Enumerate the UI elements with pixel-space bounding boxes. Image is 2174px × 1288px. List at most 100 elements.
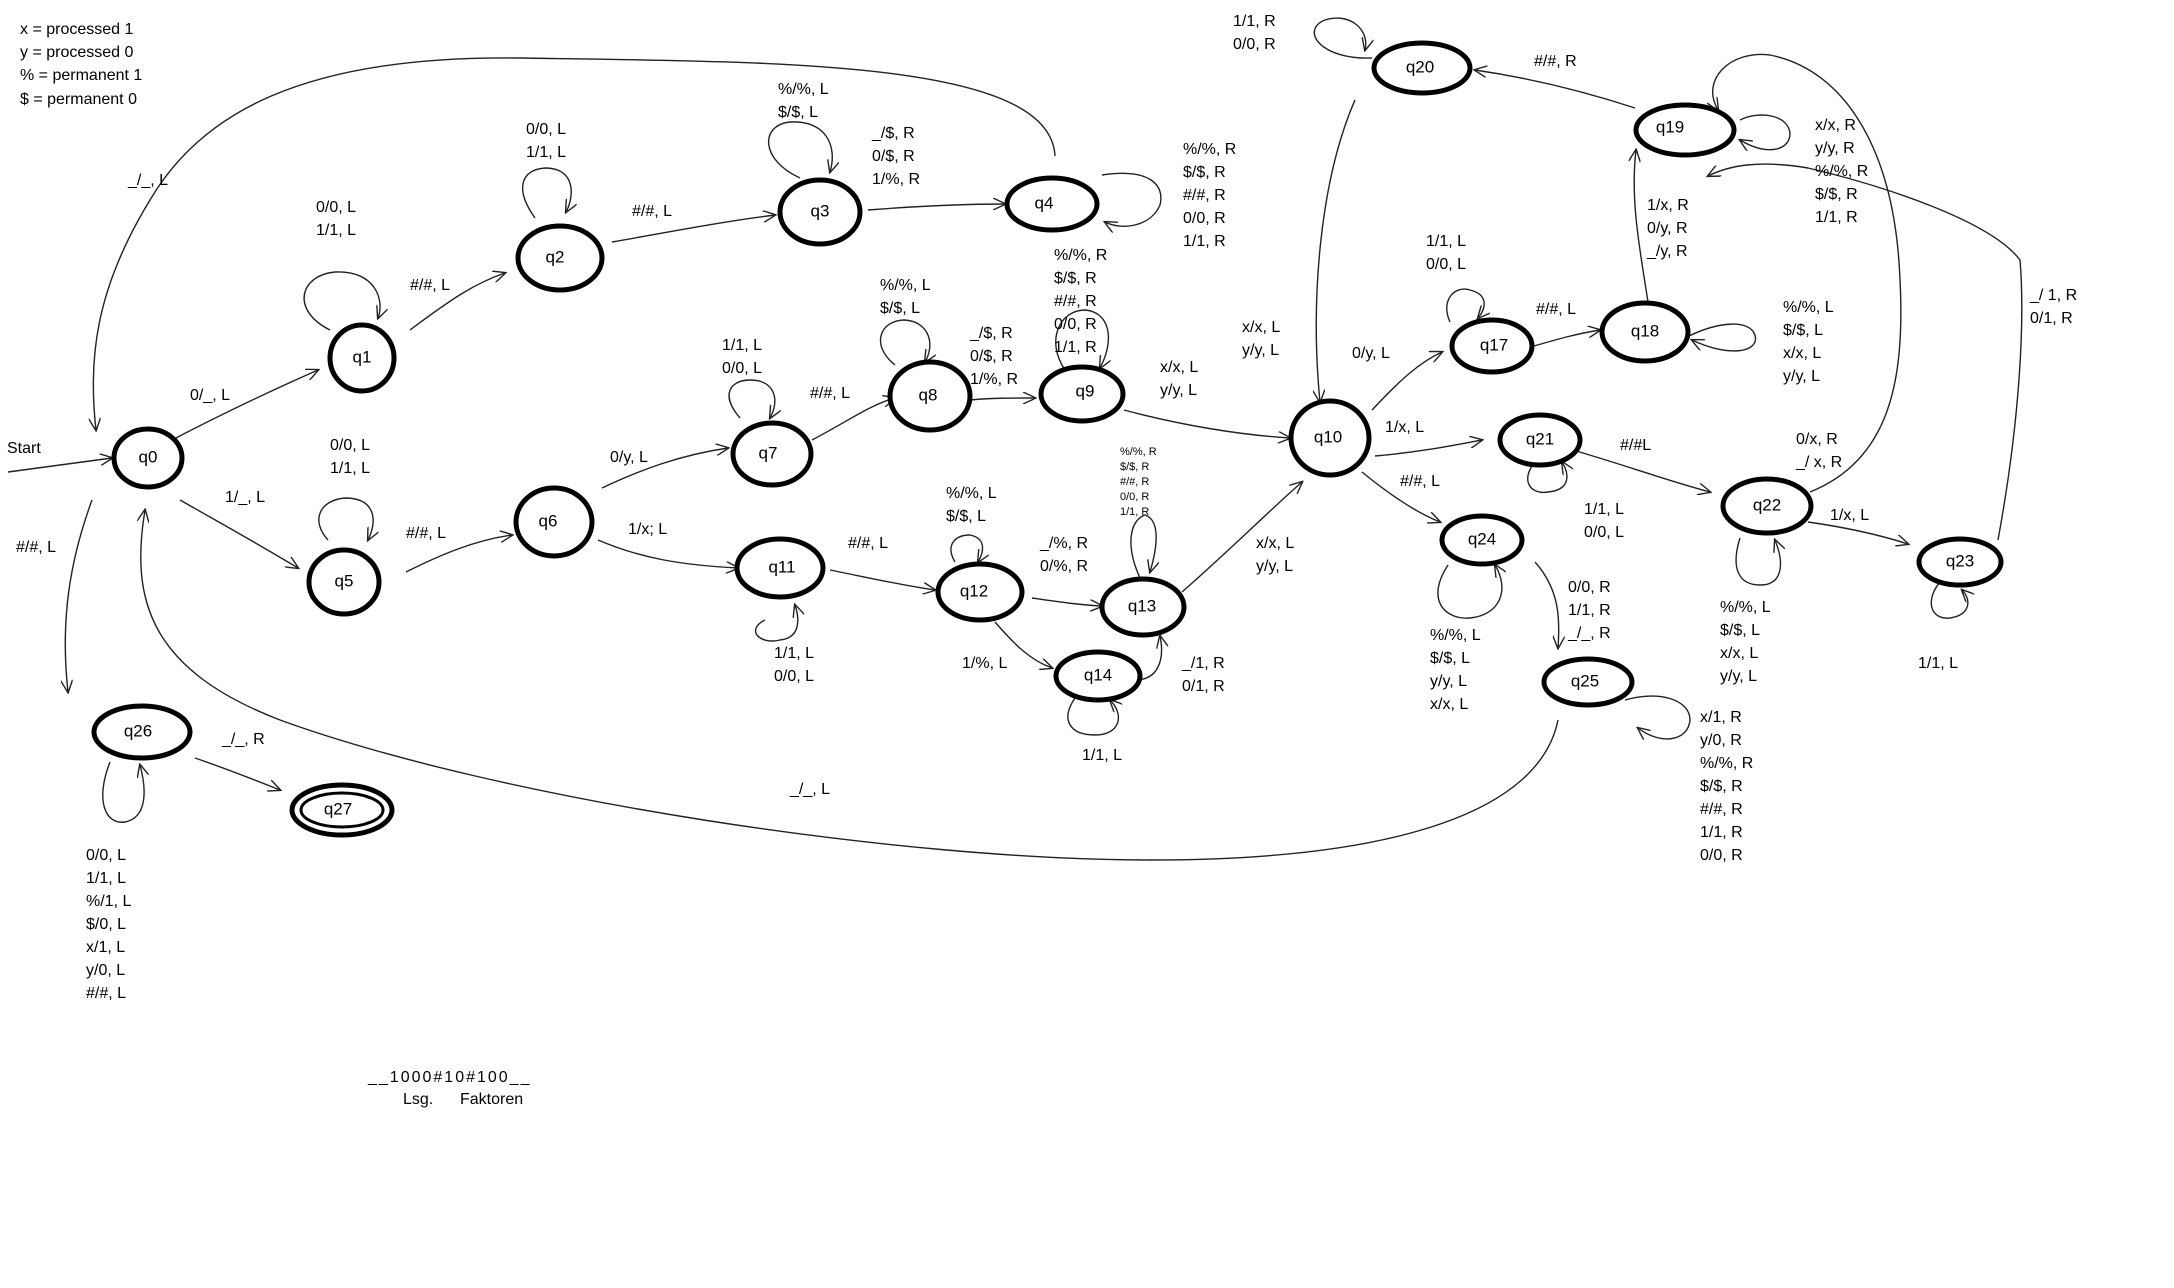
transition-rule: 0/0, L — [1426, 256, 1466, 273]
transition-rule: 1/1, R — [1054, 339, 1097, 356]
state-label: q6 — [539, 511, 558, 530]
transition-rule: 0/x, R — [1796, 431, 1838, 448]
transition-rule: 1/1, L — [316, 222, 356, 239]
state-q7[interactable]: q7 — [730, 420, 814, 488]
edge-q25-q0 — [141, 510, 1559, 861]
legend-line: x = processed 1 — [20, 21, 134, 38]
transition-label-q0-q1: 0/_, L — [190, 387, 230, 404]
state-label: q19 — [1656, 117, 1684, 136]
transition-rule: #/#, R — [1534, 53, 1577, 70]
transition-label-q17-q18: #/#, L — [1536, 301, 1576, 318]
start-arrow — [7, 458, 112, 473]
edge-q22-q19 — [1713, 53, 1902, 493]
state-q4[interactable]: q4 — [1004, 175, 1100, 233]
state-q5[interactable]: q5 — [306, 547, 382, 617]
state-q3[interactable]: q3 — [777, 177, 863, 247]
state-label: q18 — [1631, 321, 1659, 340]
final-state-ring — [299, 791, 385, 829]
edge-q18-q19 — [1634, 150, 1649, 303]
transition-rule: y/y, L — [1160, 382, 1197, 399]
state-label: q12 — [960, 581, 988, 600]
transition-label-q7-q8: #/#, L — [810, 385, 850, 402]
transition-rule: 0/0, R — [1183, 210, 1226, 227]
transition-label-q0-q26: #/#, L — [16, 539, 56, 556]
transition-label-q5-q6: #/#, L — [406, 525, 446, 542]
transition-rule: _/_, L — [789, 781, 830, 798]
state-label: q25 — [1571, 671, 1599, 690]
state-q0[interactable]: q0 — [111, 426, 185, 490]
transition-rule: 0/0, L — [774, 668, 814, 685]
transition-rule: _/_, R — [1567, 625, 1611, 642]
state-label: q21 — [1526, 429, 1554, 448]
edge-q8-q9 — [969, 398, 1035, 400]
state-q10[interactable]: q10 — [1288, 398, 1372, 478]
transition-rule: %/%, R — [1815, 163, 1868, 180]
state-q11[interactable]: q11 — [734, 536, 826, 600]
transition-rule: %/%, R — [1700, 755, 1753, 772]
state-q27[interactable]: q27 — [289, 782, 395, 838]
state-q26[interactable]: q26 — [91, 703, 193, 761]
loop-q2 — [522, 167, 572, 219]
transition-rule: #/#L — [1620, 437, 1651, 454]
state-label: q8 — [919, 385, 938, 404]
transition-rule: x/x, L — [1783, 345, 1821, 362]
edge-q13-q10 — [1181, 482, 1302, 593]
loop-q23 — [1930, 581, 1968, 619]
state-q24[interactable]: q24 — [1439, 513, 1525, 567]
state-label: q26 — [124, 721, 152, 740]
state-q21[interactable]: q21 — [1497, 412, 1583, 468]
state-q22[interactable]: q22 — [1720, 476, 1814, 536]
state-q2[interactable]: q2 — [515, 223, 605, 293]
start-label: Start — [7, 440, 41, 457]
transition-rule: 1/%, L — [962, 655, 1007, 672]
state-q8[interactable]: q8 — [887, 359, 973, 433]
state-q20[interactable]: q20 — [1371, 40, 1473, 96]
transition-rule: %/1, L — [86, 893, 131, 910]
legend-line: % = permanent 1 — [20, 67, 142, 84]
loop-q7 — [728, 379, 775, 418]
transition-rule: %/%, L — [1720, 599, 1771, 616]
transition-rule: %/%, R — [1183, 141, 1236, 158]
state-q17[interactable]: q17 — [1449, 317, 1535, 375]
transition-rule: 1/1, R — [1815, 209, 1858, 226]
legend-line: $ = permanent 0 — [20, 91, 137, 108]
transition-label-q26-q27: _/_, R — [221, 731, 265, 748]
transition-rule: $/$, R — [1815, 186, 1858, 203]
state-q19[interactable]: q19 — [1633, 102, 1737, 158]
transition-rule: x/x, L — [1720, 645, 1758, 662]
state-q14[interactable]: q14 — [1053, 649, 1143, 703]
transition-rule: 1/1, L — [86, 870, 126, 887]
transition-rule: x/x, L — [1160, 359, 1198, 376]
edge-q26-q27 — [194, 757, 280, 790]
state-q9[interactable]: q9 — [1038, 364, 1126, 424]
state-q25[interactable]: q25 — [1541, 656, 1635, 708]
transition-rule: 1/1, L — [1584, 501, 1624, 518]
loop-q17 — [1446, 288, 1484, 323]
state-label: q22 — [1753, 495, 1781, 514]
transition-rule: 1/x, L — [1385, 419, 1424, 436]
transition-rule: #/#, L — [410, 277, 450, 294]
state-q6[interactable]: q6 — [513, 485, 595, 559]
transition-rule: 1/x; L — [628, 521, 667, 538]
transition-label-q12-q14: 1/%, L — [962, 655, 1007, 672]
edge-q3-q4 — [867, 204, 1005, 211]
transition-rule: 1/1, L — [774, 645, 814, 662]
state-q18[interactable]: q18 — [1599, 300, 1691, 364]
state-q23[interactable]: q23 — [1916, 536, 2004, 588]
transition-rule: _/_, L — [127, 172, 168, 189]
state-q12[interactable]: q12 — [935, 561, 1025, 623]
state-label: q20 — [1406, 57, 1434, 76]
transition-label-q11-q12: #/#, L — [848, 535, 888, 552]
state-q13[interactable]: q13 — [1099, 576, 1187, 638]
loop-q19 — [1740, 114, 1791, 150]
transition-rule: y/y, L — [1783, 368, 1820, 385]
state-q1[interactable]: q1 — [327, 322, 397, 394]
transition-rule: _/1, R — [1181, 655, 1225, 672]
